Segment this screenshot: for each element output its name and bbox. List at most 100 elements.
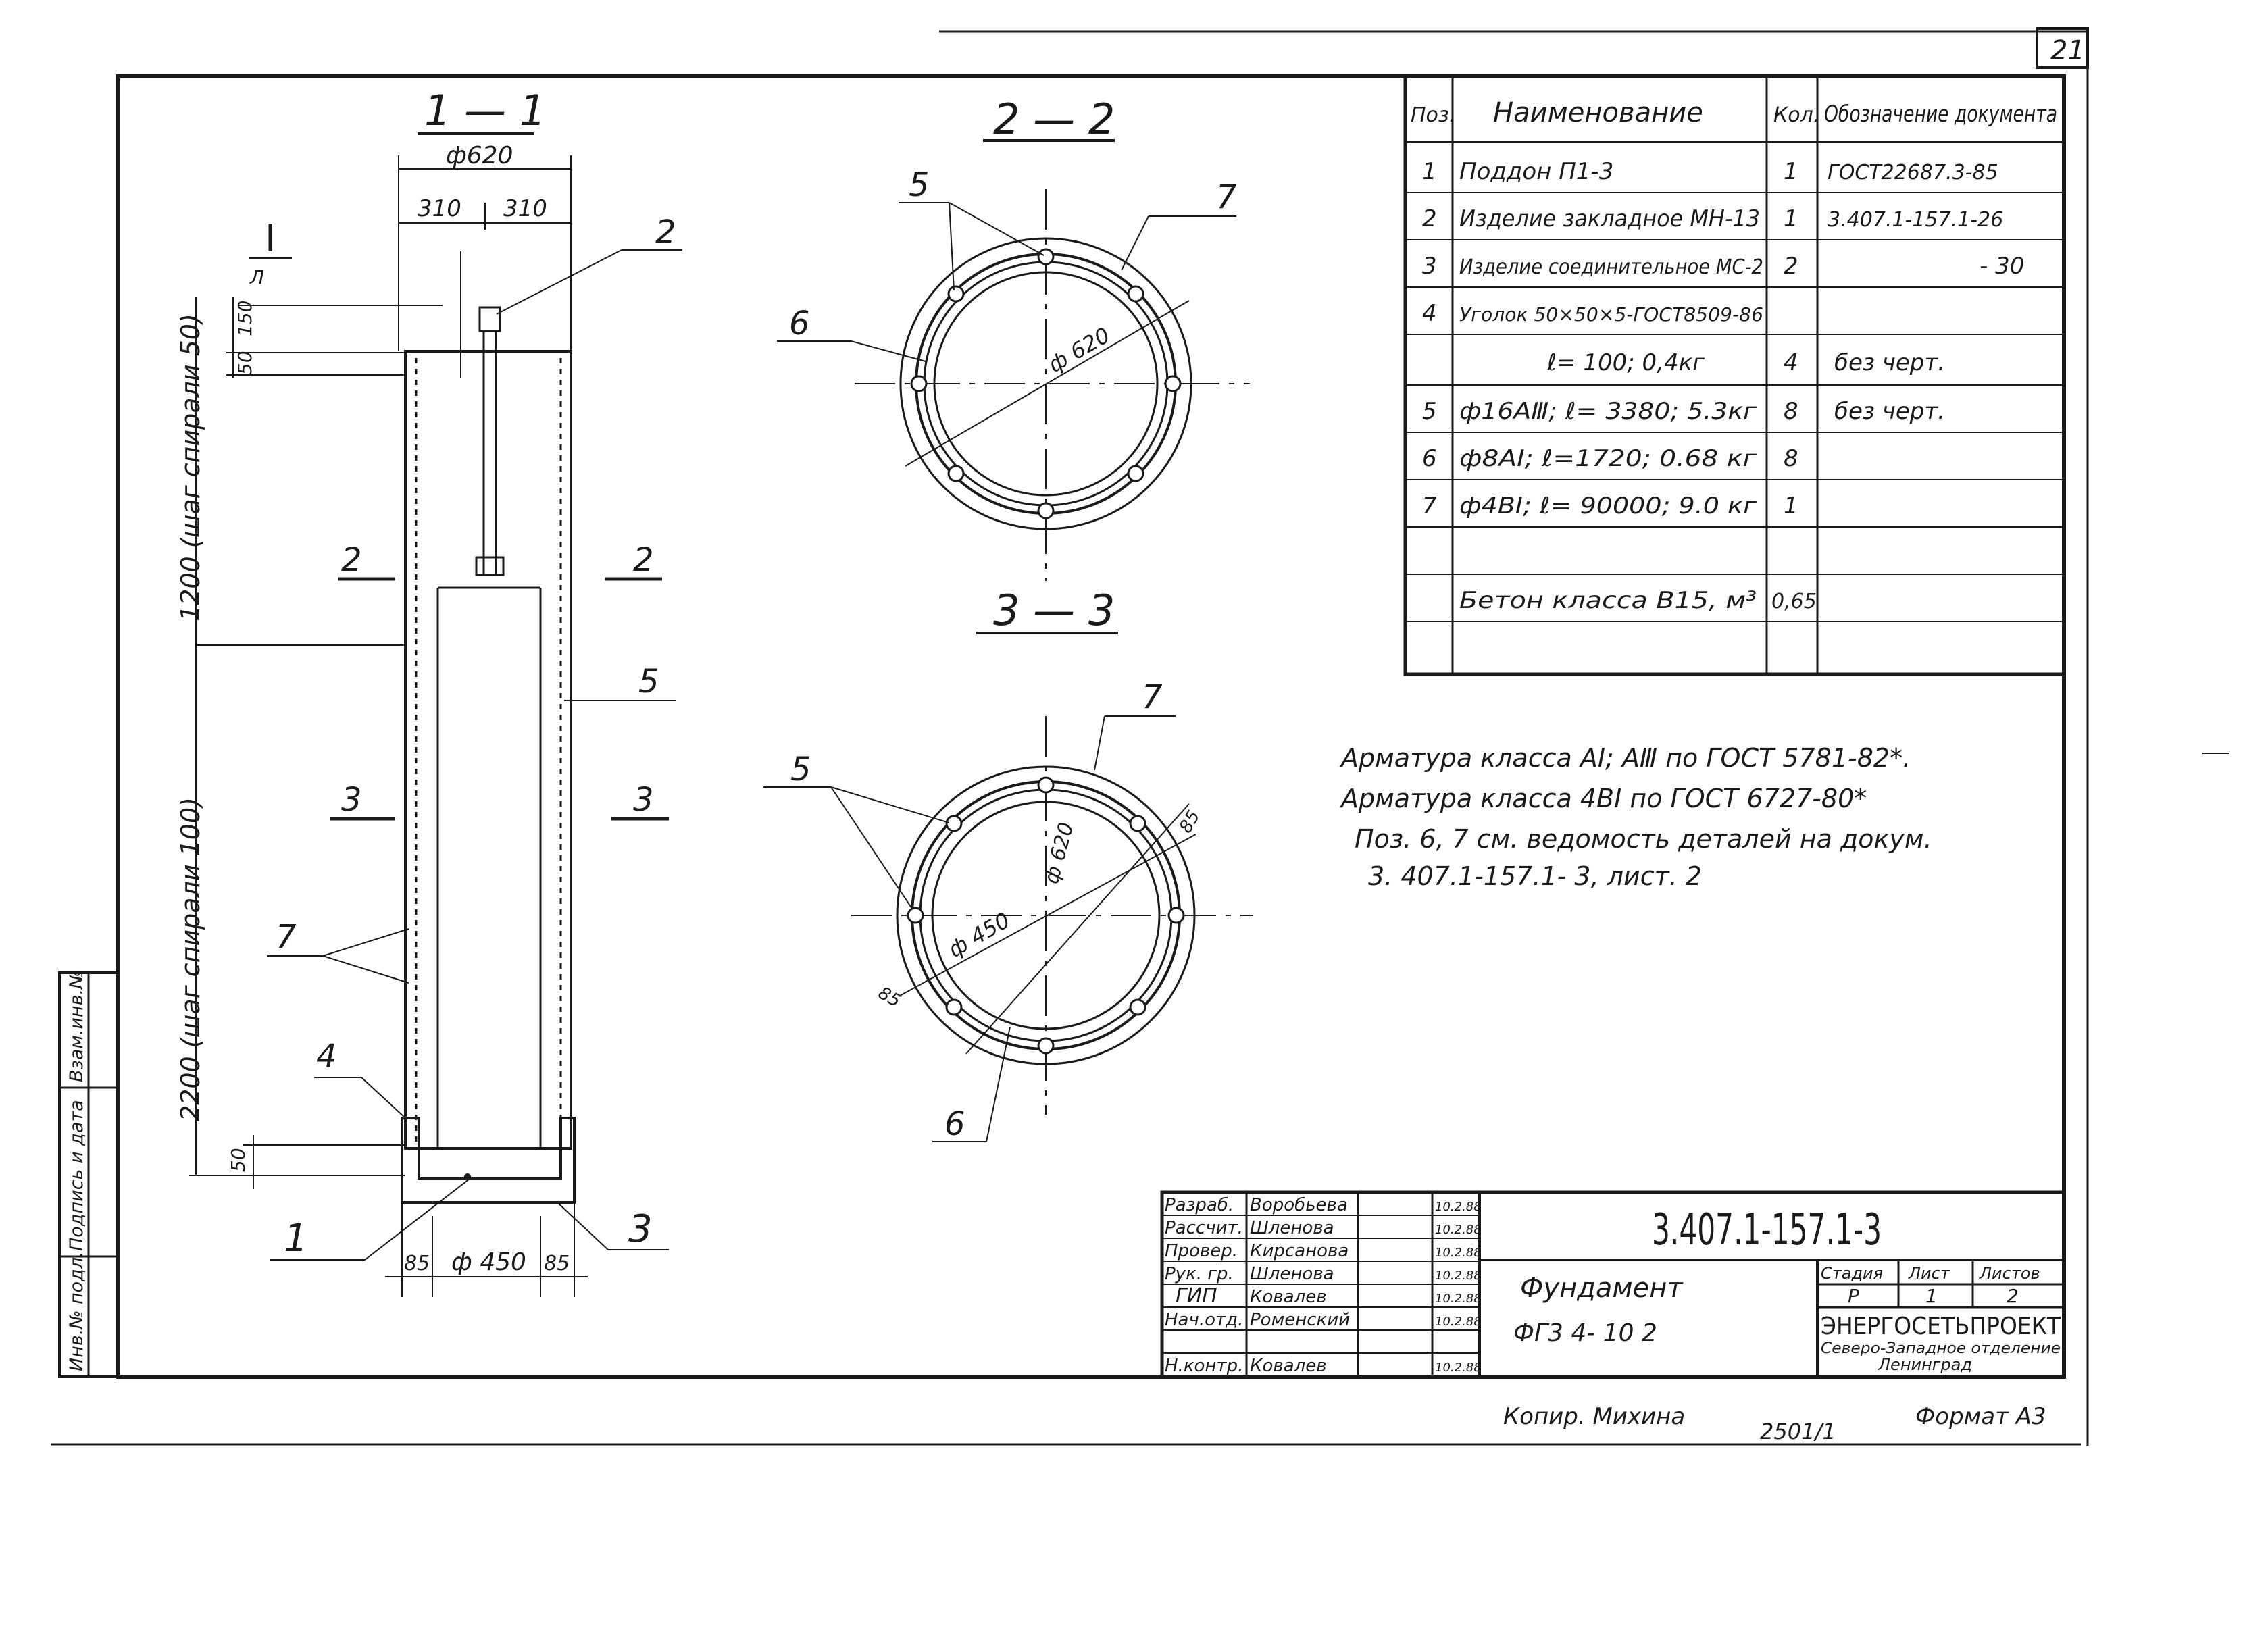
spec-row-1-doc: ГОСТ22687.3-85 xyxy=(1828,161,1998,184)
tb-stage-label: Стадия xyxy=(1821,1264,1883,1283)
ring3-callout-6: 6 xyxy=(944,1105,965,1143)
tb-item-mark: ФГ3 4- 10 2 xyxy=(1513,1319,1657,1347)
ring3-callout-5: 5 xyxy=(790,751,811,788)
tb-role-1: Разраб. xyxy=(1165,1195,1234,1215)
footer-copied: Копир. Михина xyxy=(1503,1403,1685,1430)
tb-date-1: 10.2.88 xyxy=(1435,1200,1482,1214)
tb-role-8: Н.контр. xyxy=(1165,1356,1243,1376)
callout-1: 1 xyxy=(284,1217,308,1261)
spec-header-pos: Поз. xyxy=(1411,103,1455,127)
note-2: Арматура класса 4BI по ГОСТ 6727-80* xyxy=(1339,784,1867,813)
spec-row-4-name: Уголок 50×50×5-ГОСТ8509-86 xyxy=(1459,303,1763,326)
spec-row-1-pos: 1 xyxy=(1422,158,1437,185)
tb-name-3: Кирсанова xyxy=(1250,1241,1349,1261)
spec-row-8-qty: 1 xyxy=(1784,492,1798,519)
tb-doc-code: 3.407.1-157.1-3 xyxy=(1652,1205,1882,1255)
ring3-dim-85-bottom: 85 xyxy=(875,983,905,1012)
tb-org-sub1: Северо-Западное отделение xyxy=(1821,1340,2061,1357)
spec-row-concrete-qty: 0,65 xyxy=(1771,590,1817,613)
tb-name-4: Шленова xyxy=(1250,1264,1334,1284)
side-stamp: Инв.№ подл. Подпись и дата Взам.инв.№ xyxy=(58,970,120,1378)
sheet-frame: 21 xyxy=(51,27,2229,1446)
footer-format: Формат А3 xyxy=(1915,1403,2046,1430)
tb-role-6: Нач.отд. xyxy=(1165,1310,1243,1330)
spec-header-name: Наименование xyxy=(1493,97,1703,128)
section-2-2-title: 2 — 2 xyxy=(993,95,1115,144)
sheet-corner-number: 21 xyxy=(2050,35,2085,66)
dim-50-top: 50 xyxy=(234,351,256,375)
tb-date-6: 10.2.88 xyxy=(1435,1315,1482,1329)
tb-date-4: 10.2.88 xyxy=(1435,1269,1482,1283)
dim-d450: ф 450 xyxy=(451,1248,526,1276)
dim-85-left: 85 xyxy=(404,1252,430,1275)
tb-date-5: 10.2.88 xyxy=(1435,1292,1482,1306)
section-3-3-title: 3 — 3 xyxy=(993,586,1115,635)
spec-row-8-name: ф4BI; ℓ= 90000; 9.0 кг xyxy=(1459,492,1757,519)
tb-role-4: Рук. гр. xyxy=(1165,1264,1234,1284)
tb-date-2: 10.2.88 xyxy=(1435,1223,1482,1237)
section-3-3: 3 — 3 ф 620 ф 450 85 85 5 7 xyxy=(763,586,1253,1143)
note-3: Поз. 6, 7 см. ведомость деталей на докум… xyxy=(1355,824,1932,854)
spec-header-qty: Кол. xyxy=(1773,103,1819,127)
tb-sheets-label: Листов xyxy=(1979,1264,2040,1283)
cut-I-arrow: Л xyxy=(249,266,264,288)
stamp-vzam-inv: Взам.инв.№ xyxy=(66,970,87,1082)
notes: Арматура класса АI; АⅢ по ГОСТ 5781-82*.… xyxy=(1339,743,1932,891)
tb-role-3: Провер. xyxy=(1165,1241,1238,1261)
spec-row-2-qty: 1 xyxy=(1784,205,1798,232)
ring2-callout-5: 5 xyxy=(909,166,930,204)
tb-item-name: Фундамент xyxy=(1520,1273,1684,1304)
spec-row-2-doc: 3.407.1-157.1-26 xyxy=(1828,208,2003,232)
tb-role-5: ГИП xyxy=(1176,1284,1217,1308)
spec-row-7-pos: 6 xyxy=(1422,445,1437,472)
spec-row-5-doc: без черт. xyxy=(1834,349,1945,376)
dim-310-left: 310 xyxy=(418,195,461,222)
callout-5: 5 xyxy=(638,663,659,701)
footer-number: 2501/1 xyxy=(1760,1419,1836,1444)
spec-row-6-qty: 8 xyxy=(1784,398,1798,425)
spec-row-3-qty: 2 xyxy=(1784,253,1798,280)
callout-2: 2 xyxy=(655,213,676,251)
spec-row-7-qty: 8 xyxy=(1784,445,1798,472)
tb-role-2: Рассчит. xyxy=(1165,1218,1243,1238)
spec-row-8-pos: 7 xyxy=(1422,492,1437,519)
ring3-callout-7: 7 xyxy=(1142,678,1163,716)
tb-org-sub2: Ленинград xyxy=(1878,1355,1972,1374)
ring3-dim-85-top: 85 xyxy=(1176,807,1205,837)
section-1-1: 1 — 1 ф620 310 310 I Л 150 50 1200 (шаг … xyxy=(176,86,682,1297)
cut2-right-label: 2 xyxy=(633,541,654,579)
spec-row-3-pos: 3 xyxy=(1422,253,1437,280)
dim-310-right: 310 xyxy=(503,195,547,222)
spec-row-6-doc: без черт. xyxy=(1834,398,1945,425)
spec-row-5-name: ℓ= 100; 0,4кг xyxy=(1546,349,1705,376)
tb-name-6: Роменский xyxy=(1250,1310,1350,1330)
dim-150: 150 xyxy=(234,301,256,336)
spec-row-3-name: Изделие соединительное МС-2 xyxy=(1459,255,1763,279)
tb-date-8: 10.2.88 xyxy=(1435,1361,1482,1375)
dim-50-bottom: 50 xyxy=(227,1148,249,1172)
tb-name-5: Ковалев xyxy=(1250,1287,1327,1307)
spec-row-7-name: ф8АI; ℓ=1720; 0.68 кг xyxy=(1459,445,1757,472)
tb-sheets: 2 xyxy=(2007,1285,2019,1307)
spec-row-concrete-name: Бетон класса В15, м³ xyxy=(1459,587,1757,614)
ring2-dim-620: ф 620 xyxy=(1044,322,1114,378)
spec-row-2-name: Изделие закладное МН-13 xyxy=(1459,205,1760,232)
tb-org: ЭНЕРГОСЕТЬПРОЕКТ xyxy=(1821,1313,2061,1340)
ring2-callout-6: 6 xyxy=(789,305,810,342)
cut3-left-label: 3 xyxy=(341,781,362,819)
callout-4: 4 xyxy=(316,1038,337,1075)
spec-row-1-name: Поддон П1-3 xyxy=(1459,158,1613,185)
spec-row-5-qty: 4 xyxy=(1784,349,1798,376)
section-1-1-title: 1 — 1 xyxy=(424,86,546,135)
dim-d620: ф620 xyxy=(446,142,513,170)
spec-row-6-pos: 5 xyxy=(1422,398,1437,425)
tb-sheet-label: Лист xyxy=(1908,1264,1950,1283)
spec-row-3-doc: - 30 xyxy=(1980,253,2024,280)
tb-date-3: 10.2.88 xyxy=(1435,1246,1482,1260)
section-2-2: 2 — 2 ф 620 5 7 6 xyxy=(777,95,1250,581)
cut-I-label: I xyxy=(265,217,276,261)
cut2-left-label: 2 xyxy=(341,541,362,579)
dim-2200: 2200 (шаг спирали 100) xyxy=(176,797,205,1121)
ring2-callout-7: 7 xyxy=(1216,178,1237,216)
